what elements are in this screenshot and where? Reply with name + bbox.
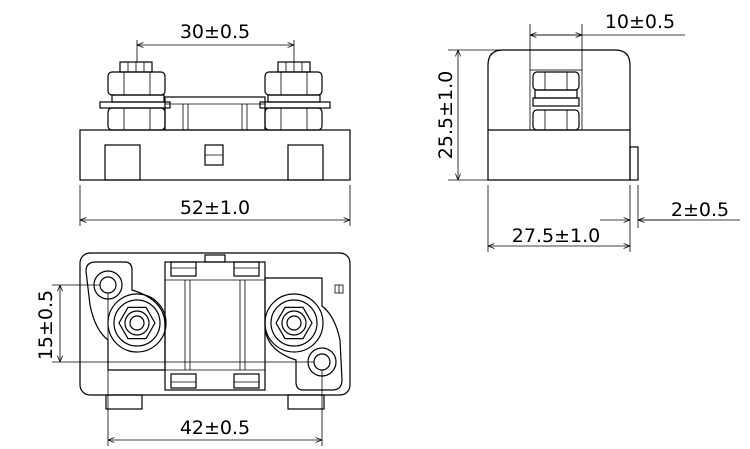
dim-side-depth: 27.5±1.0	[512, 225, 600, 247]
dim-hole-offset: 15±0.5	[35, 290, 57, 360]
dim-side-height: 25.5±1.0	[435, 71, 457, 159]
dim-side-top-width: 10±0.5	[605, 11, 675, 33]
dim-front-width: 52±1.0	[180, 197, 250, 219]
top-tab-right	[287, 394, 325, 410]
dim-side-step: 2±0.5	[671, 199, 729, 221]
top-base-body	[79, 252, 351, 396]
top-tab-left	[105, 394, 143, 410]
top-fuse-frame	[164, 261, 266, 391]
front-center-plate	[164, 96, 266, 131]
left-terminal	[99, 61, 171, 131]
side-step	[629, 146, 639, 181]
right-terminal	[259, 61, 331, 131]
front-window-left	[104, 144, 141, 181]
front-view: 30±0.5 52±1.0	[79, 21, 351, 226]
dim-hole-spacing: 42±0.5	[180, 417, 250, 439]
side-view: 10±0.5 25.5±1.0 27.5±1.0 2±0.5	[435, 11, 740, 252]
top-stud-right	[264, 293, 324, 353]
top-pedestal-right	[264, 277, 343, 391]
top-view: 15±0.5 42±0.5	[35, 252, 351, 446]
top-stud-left	[107, 293, 167, 353]
side-body	[487, 49, 631, 181]
dim-stud-spacing: 30±0.5	[180, 21, 250, 43]
top-pedestal-left	[85, 261, 166, 371]
front-window-right	[287, 144, 324, 181]
